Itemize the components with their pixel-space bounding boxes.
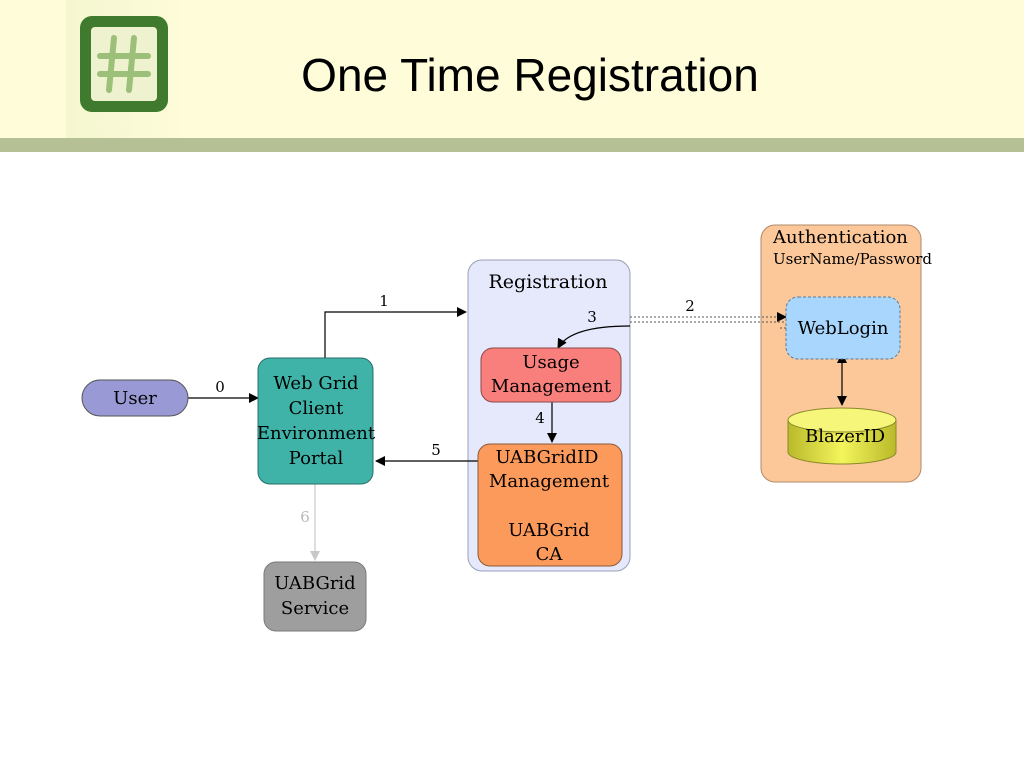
portal-line-1: Web Grid bbox=[273, 373, 358, 394]
portal-line-4: Portal bbox=[289, 448, 344, 469]
edge-label-5: 5 bbox=[431, 441, 441, 459]
usage-management-node: Usage Management bbox=[480, 347, 622, 403]
uabgridid-line-2: Management bbox=[489, 471, 610, 492]
edge-3 bbox=[557, 325, 631, 349]
uabgrid-service-node: UABGrid Service bbox=[263, 561, 367, 632]
portal-line-3: Environment bbox=[257, 423, 376, 444]
authentication-subtitle: UserName/Password bbox=[773, 250, 932, 268]
user-node-label: User bbox=[113, 388, 157, 409]
header-divider-bar bbox=[0, 138, 1024, 152]
usage-line-2: Management bbox=[491, 376, 612, 397]
edge-label-2: 2 bbox=[685, 297, 695, 315]
edge-1 bbox=[324, 307, 467, 358]
page-title: One Time Registration bbox=[301, 49, 759, 101]
authentication-group-label: Authentication bbox=[772, 227, 908, 248]
weblogin-node: WebLogin bbox=[785, 296, 901, 360]
user-node: User bbox=[81, 379, 189, 417]
registration-group-label: Registration bbox=[489, 271, 608, 293]
blazerid-database-node: BlazerID bbox=[787, 407, 897, 465]
portal-line-2: Client bbox=[289, 398, 345, 419]
edge-label-0: 0 bbox=[215, 378, 225, 396]
uabgridid-line-5: CA bbox=[536, 544, 564, 565]
uabgridid-line-4: UABGrid bbox=[508, 520, 589, 541]
edge-label-6: 6 bbox=[300, 508, 310, 526]
service-line-1: UABGrid bbox=[274, 573, 355, 594]
weblogin-label: WebLogin bbox=[798, 318, 889, 339]
edge-label-3: 3 bbox=[587, 308, 597, 326]
edge-2 bbox=[630, 312, 787, 329]
edges bbox=[188, 307, 847, 561]
usage-line-1: Usage bbox=[522, 352, 579, 373]
edge-label-1: 1 bbox=[379, 292, 389, 310]
blazerid-label: BlazerID bbox=[805, 426, 885, 447]
uabgridid-management-node: UABGridID Management UABGrid CA bbox=[477, 443, 623, 567]
edge-label-4: 4 bbox=[535, 409, 545, 427]
portal-node: Web Grid Client Environment Portal bbox=[257, 357, 376, 485]
uabgridid-line-1: UABGridID bbox=[496, 447, 599, 468]
hash-grid-icon bbox=[80, 16, 168, 112]
service-line-2: Service bbox=[281, 598, 349, 619]
